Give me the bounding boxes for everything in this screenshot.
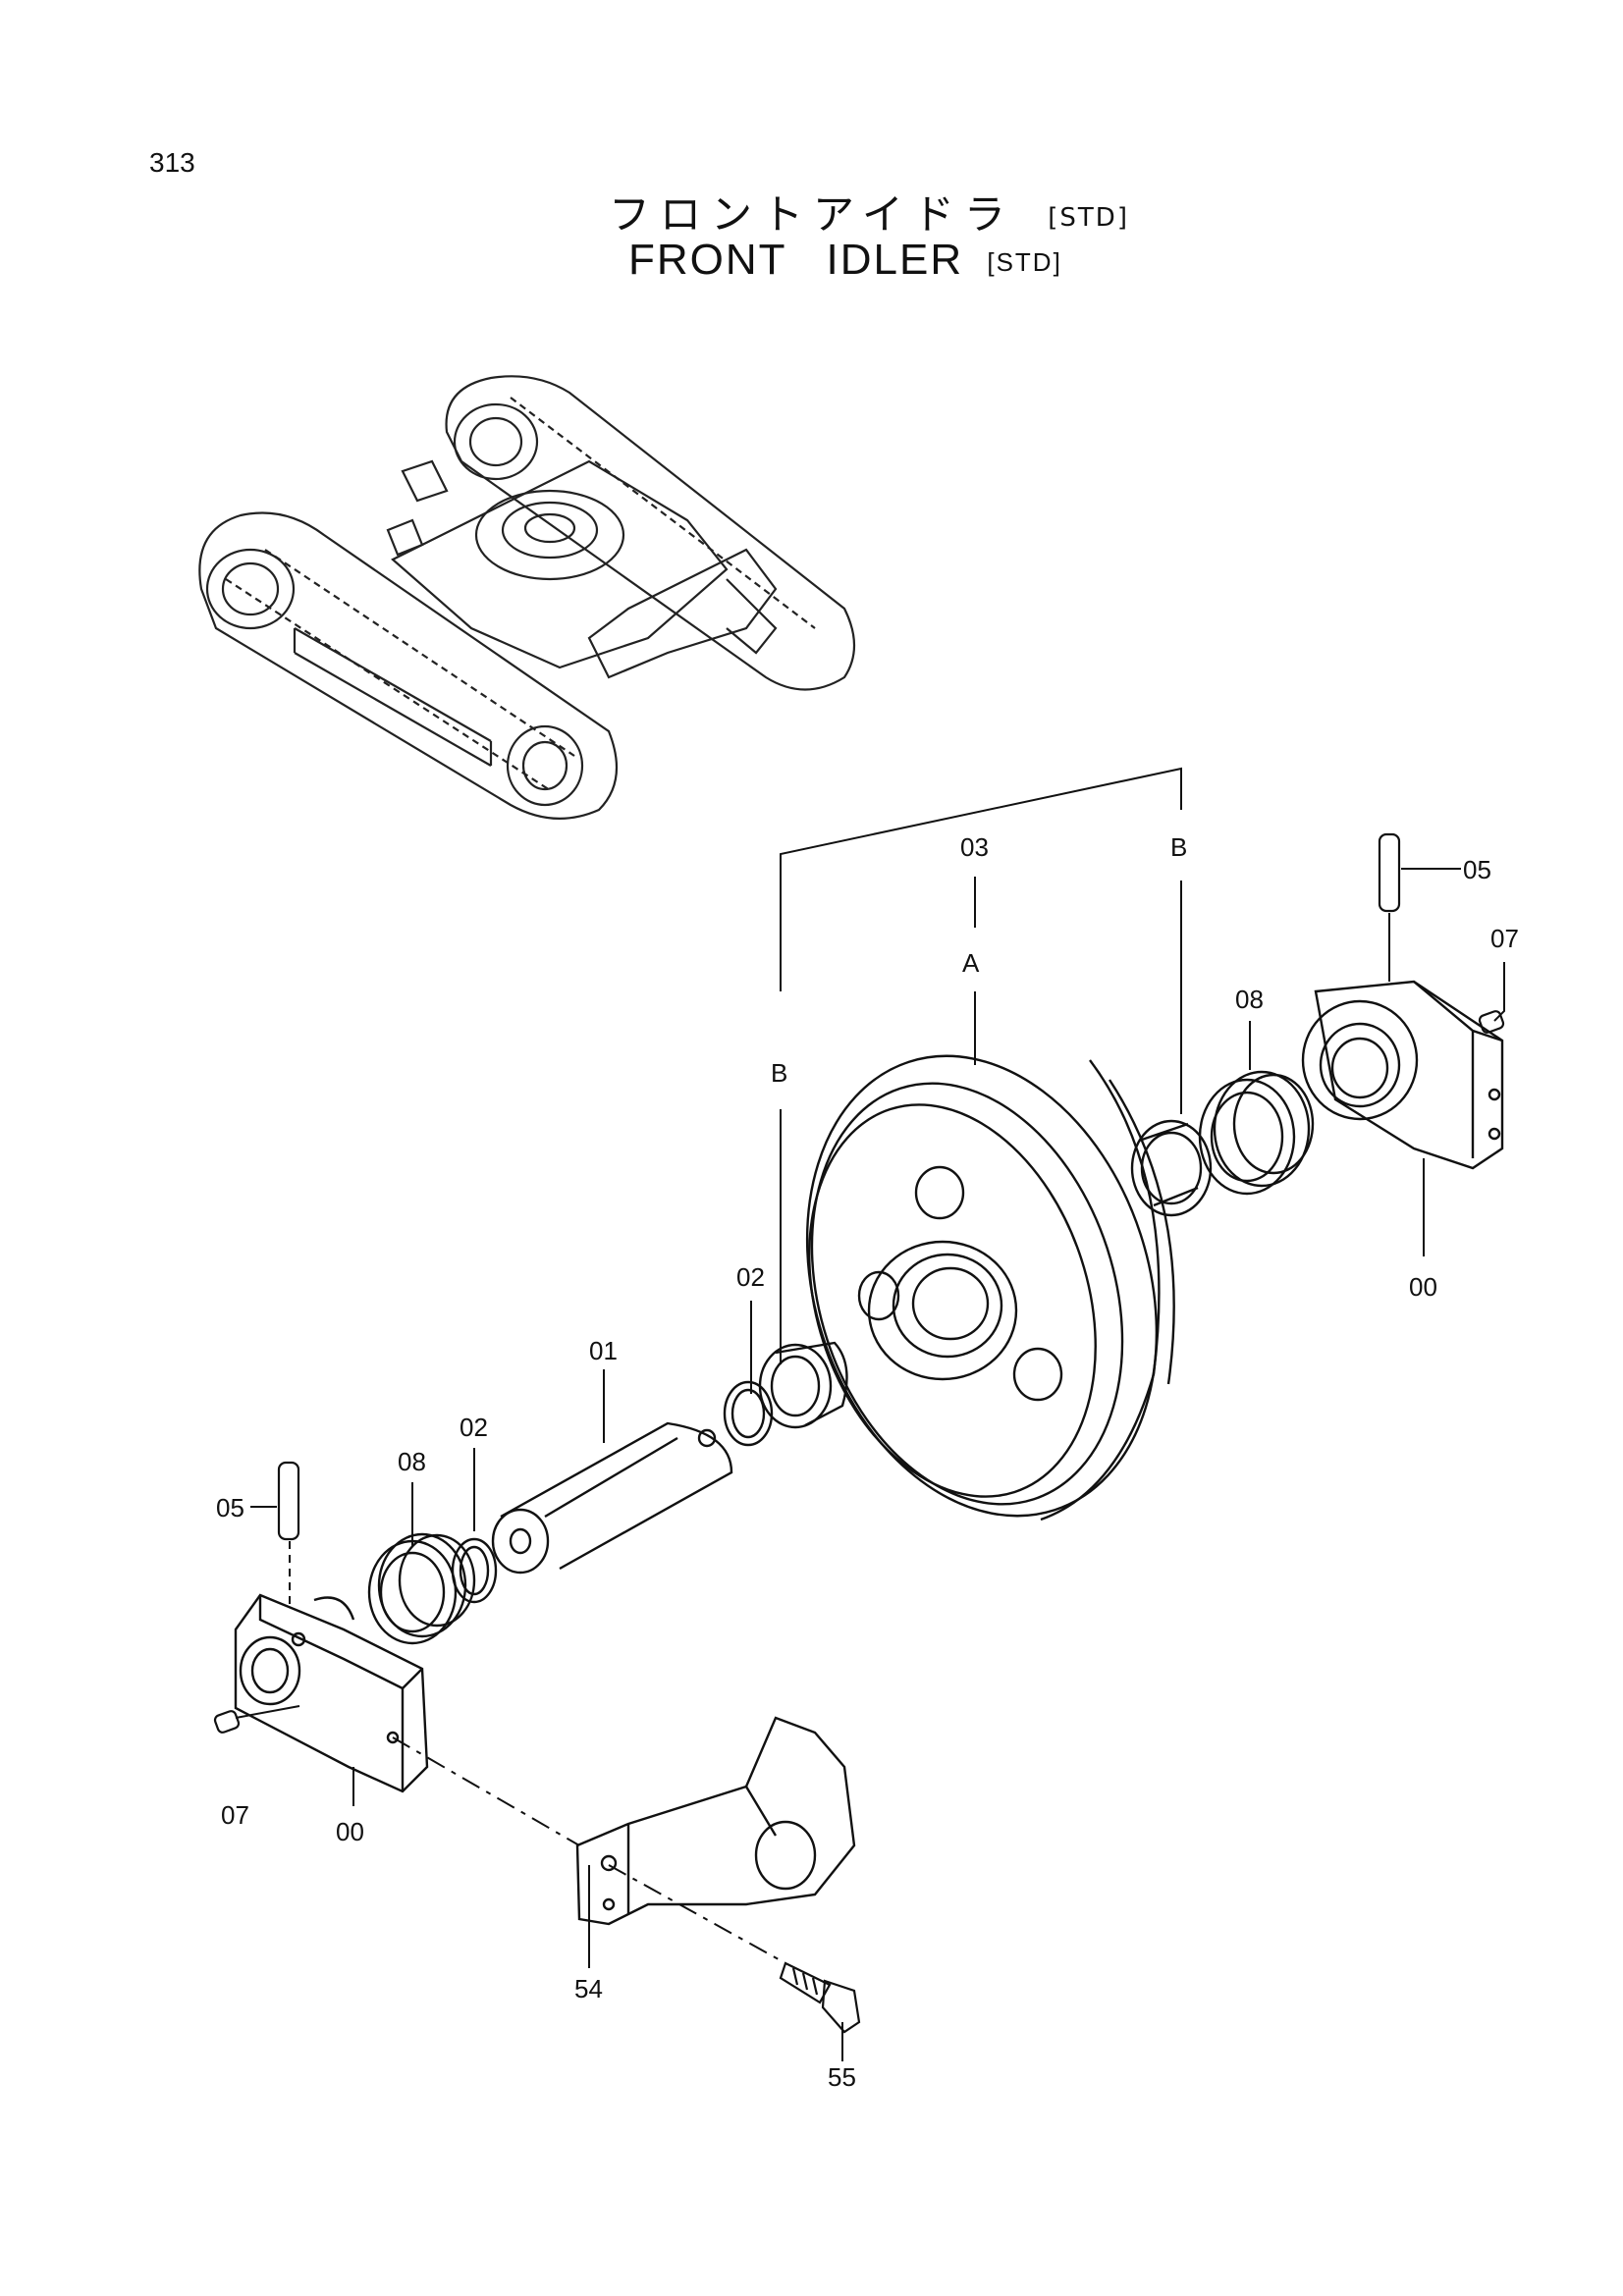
seal-right-part-08 <box>1198 1070 1315 1196</box>
label-b-left: B <box>771 1058 787 1088</box>
label-54: 54 <box>574 1974 603 2003</box>
undercarriage-overview-illustration <box>198 375 855 820</box>
label-01: 01 <box>589 1336 618 1365</box>
o-ring-upper-part-02 <box>723 1380 774 1447</box>
plug-left-part-07 <box>213 1710 241 1734</box>
title-japanese: フロントアイドラ [STD] <box>609 182 1129 241</box>
label-08-left: 08 <box>398 1447 426 1476</box>
shaft-part-01 <box>491 1421 733 1575</box>
pin-left-part-05 <box>277 1461 300 1541</box>
seal-left-part-08 <box>367 1532 476 1645</box>
label-00-right: 00 <box>1409 1272 1437 1302</box>
label-07-left: 07 <box>221 1800 249 1830</box>
support-part-54 <box>575 1716 856 1926</box>
label-07-right: 07 <box>1490 924 1519 953</box>
plug-right-part-07 <box>1478 1010 1505 1034</box>
bracket-right-part-00 <box>1301 980 1504 1170</box>
label-55: 55 <box>828 2062 856 2092</box>
label-03: 03 <box>960 832 989 862</box>
label-05-right: 05 <box>1463 855 1491 884</box>
label-02-upper: 02 <box>736 1262 765 1292</box>
title-en-word2: IDLER <box>826 236 964 284</box>
page-number: 313 <box>149 147 195 178</box>
title-ja-text: フロントアイドラ <box>609 190 1015 239</box>
bracket-left-part-00 <box>234 1593 429 1793</box>
title-en-word1: FRONT <box>628 236 787 284</box>
label-02-lower: 02 <box>460 1413 488 1442</box>
bolt-part-55 <box>779 1961 861 2034</box>
label-00-left: 00 <box>336 1817 364 1846</box>
label-a: A <box>962 948 980 978</box>
label-08-right: 08 <box>1235 985 1264 1014</box>
title-en-tag: [STD] <box>987 246 1062 277</box>
label-b-right: B <box>1170 832 1187 862</box>
bushing-right-b <box>1130 1119 1213 1217</box>
label-05-left: 05 <box>216 1493 244 1522</box>
leader-lines <box>235 767 1505 2061</box>
part-labels: 03 A B B 05 07 08 00 02 01 02 08 05 07 0… <box>216 832 1519 2092</box>
title-english: FRONT IDLER [STD] <box>628 236 1062 285</box>
pin-right-part-05 <box>1378 832 1401 913</box>
idler-wheel-part-03 <box>805 1054 1175 1522</box>
title-ja-tag: [STD] <box>1048 202 1129 233</box>
